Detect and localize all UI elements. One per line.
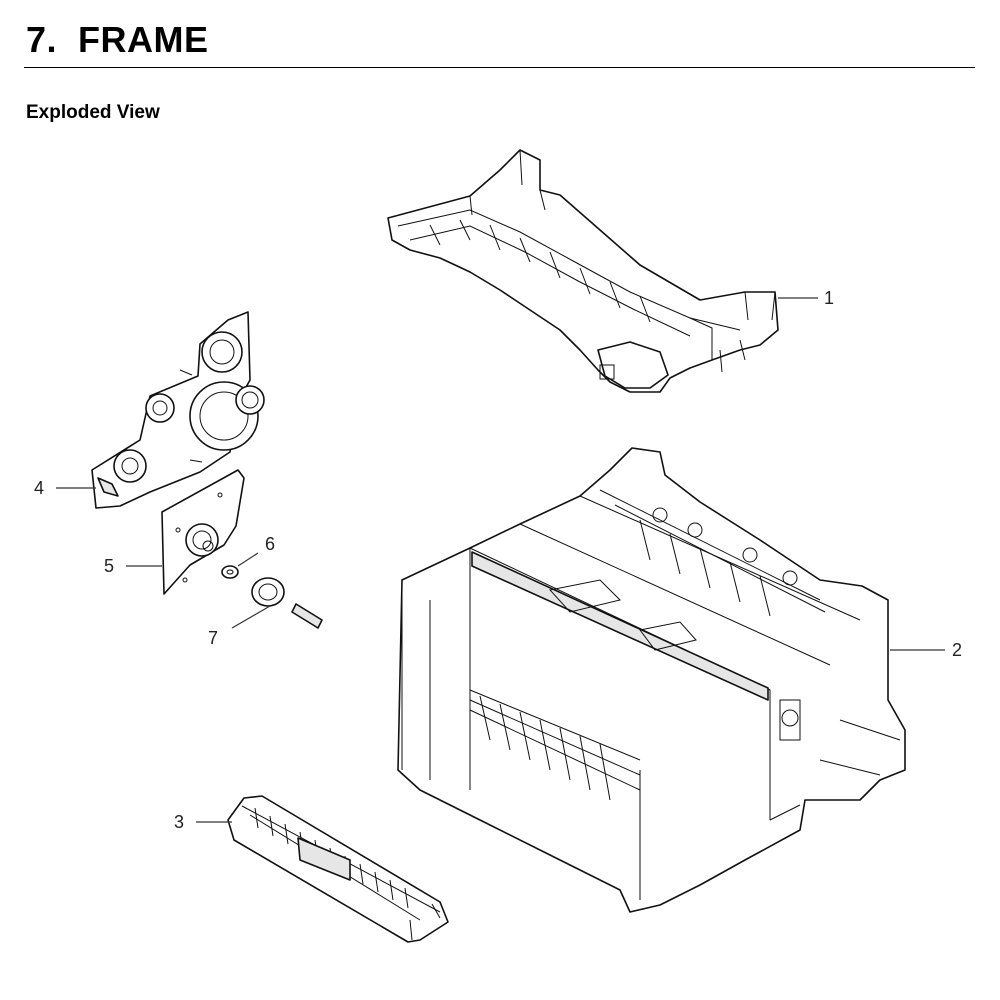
part-4-drive-bracket	[91, 311, 265, 509]
leader-line-7	[231, 605, 271, 629]
part-3-guide-unit	[227, 795, 449, 943]
callout-4: 4	[34, 478, 44, 498]
part-7-gear-shaft	[251, 577, 323, 629]
part-5-gear-plate	[161, 469, 245, 595]
callout-6: 6	[265, 534, 275, 554]
callout-1: 1	[824, 288, 834, 308]
callout-5: 5	[104, 556, 114, 576]
part-1-top-frame	[387, 149, 779, 393]
leader-line-6	[237, 552, 259, 567]
part-6-washer	[221, 565, 239, 579]
page-title: 7. FRAME	[26, 19, 209, 60]
callout-2: 2	[952, 640, 962, 660]
part-2-main-frame	[397, 447, 906, 913]
callout-7: 7	[208, 628, 218, 648]
callout-3: 3	[174, 812, 184, 832]
title-divider	[24, 67, 975, 68]
section-heading: Exploded View	[26, 102, 160, 123]
